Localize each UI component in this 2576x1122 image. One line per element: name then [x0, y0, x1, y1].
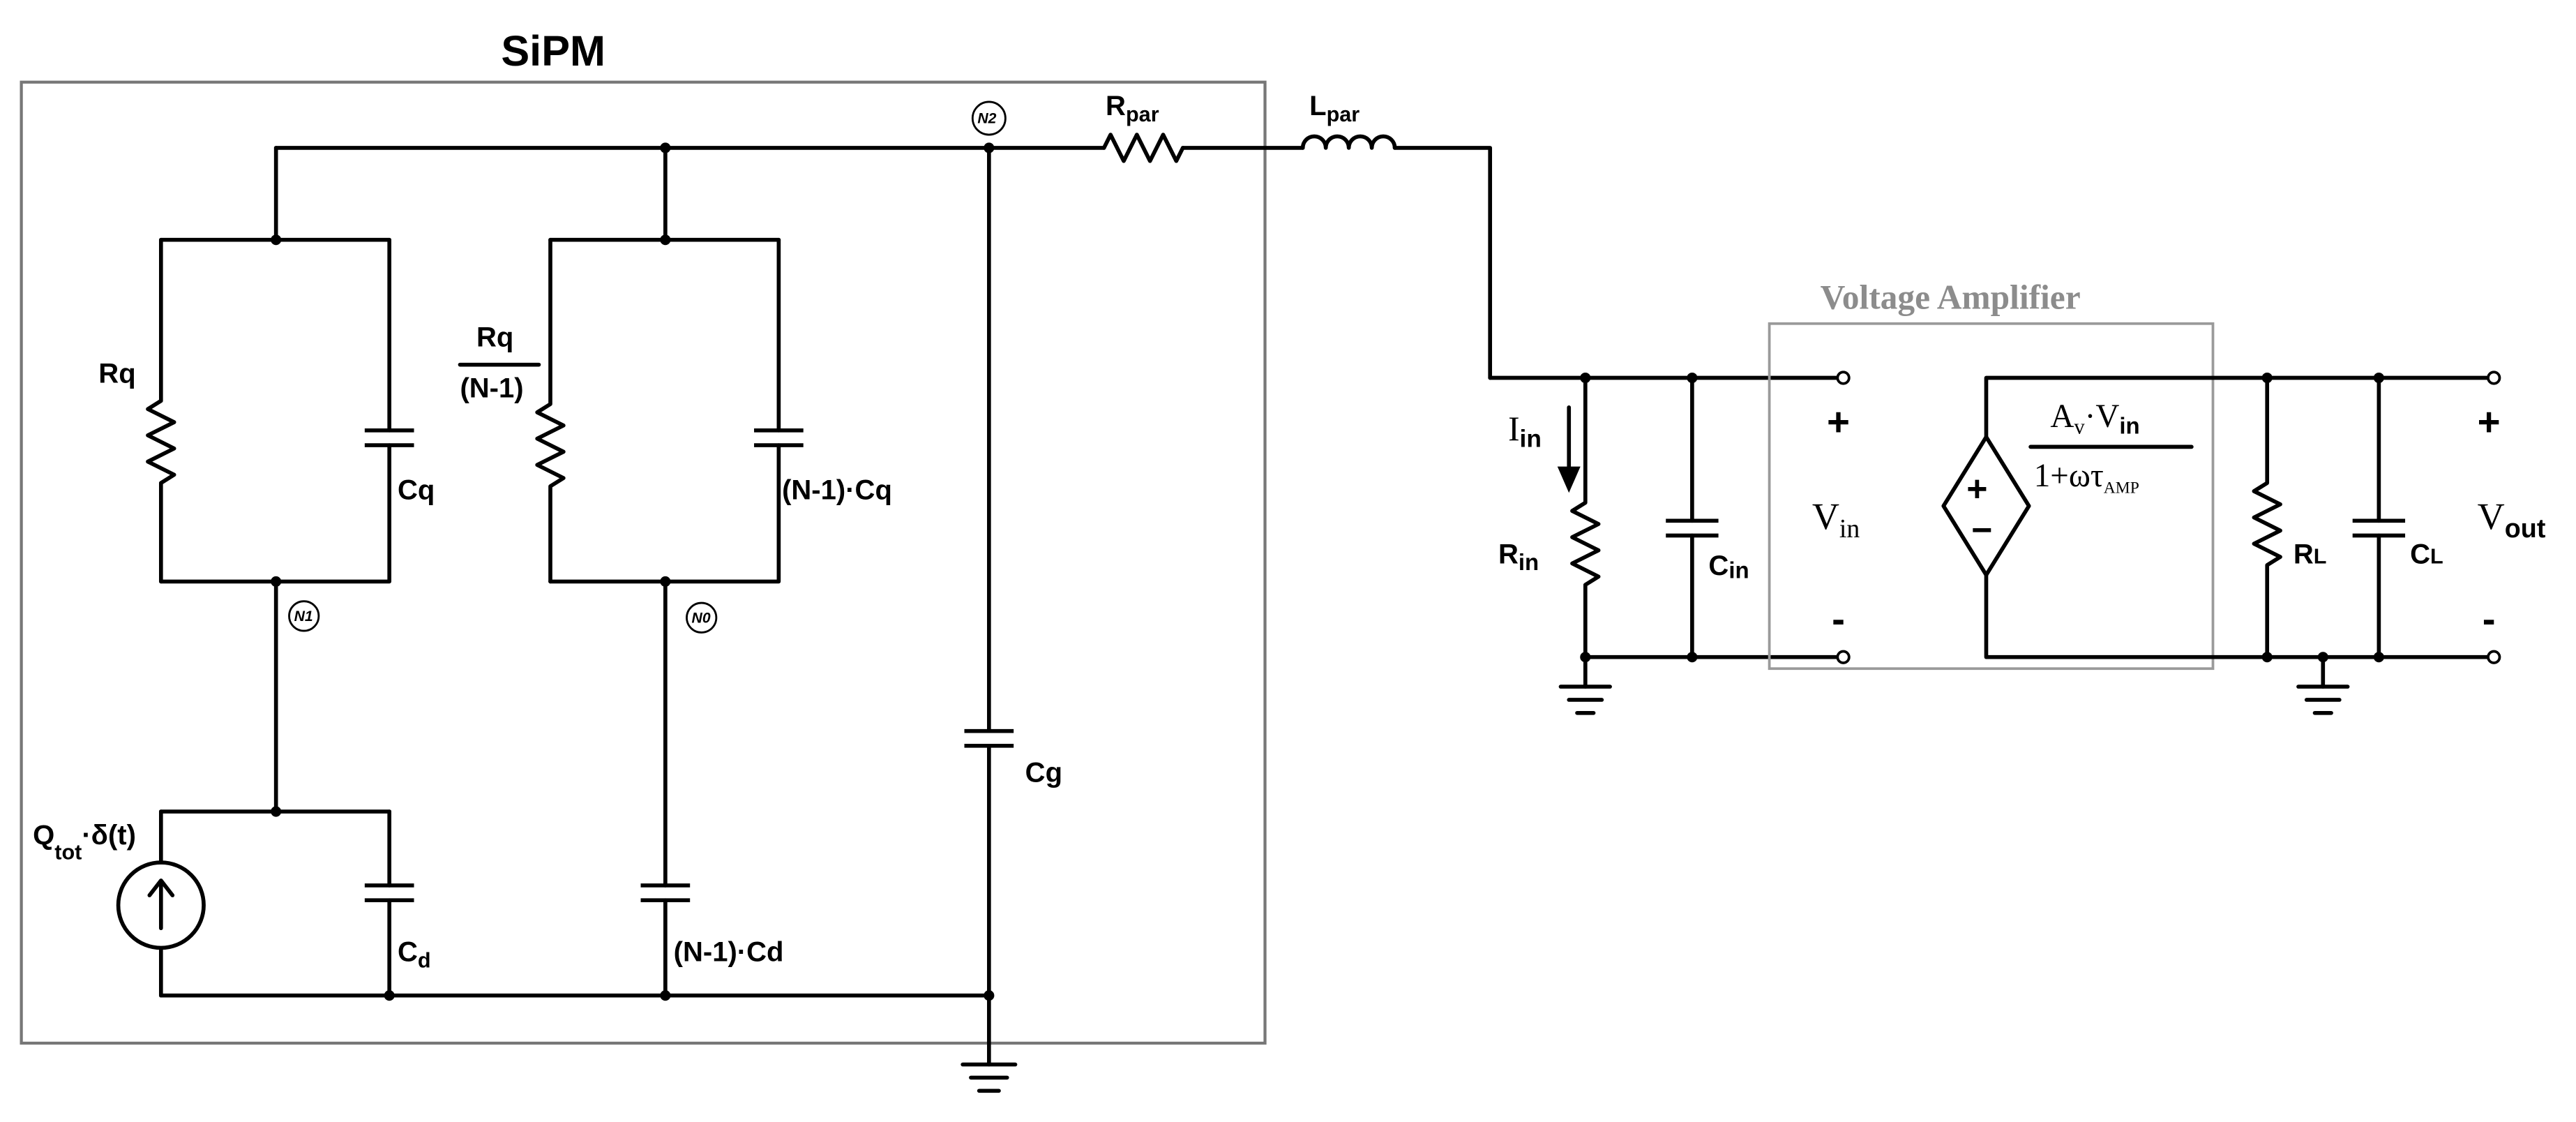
vin-plus-terminal	[1836, 371, 1851, 385]
node-n0-marker	[686, 601, 718, 634]
n1-cd-label: (N-1)·Cd	[674, 936, 784, 967]
vout-label: Vout	[2478, 495, 2546, 543]
node-n1-marker	[288, 600, 320, 632]
node-n2-marker	[971, 100, 1007, 136]
rpar-resistor	[1101, 133, 1185, 163]
amplifier-enclosure	[1768, 322, 2215, 671]
vout-plus-terminal	[2487, 371, 2501, 385]
sipm-ground-icon	[961, 1062, 1018, 1093]
rq-resistor	[146, 237, 176, 584]
rin-label: Rin	[1498, 539, 1539, 575]
rin-resistor	[1570, 375, 1601, 659]
amplifier-title: Voltage Amplifier	[1821, 278, 2081, 317]
lpar-output-wire	[1392, 146, 1493, 380]
input-junction-dots	[1580, 372, 1698, 663]
iin-label: Iin	[1508, 410, 1542, 452]
vin-minus-sign: -	[1832, 597, 1845, 641]
rl-label: RL	[2293, 539, 2327, 570]
rpar-label: Rpar	[1106, 91, 1159, 126]
input-bottom-wire	[1583, 654, 1846, 689]
bottom-rail-wire	[158, 993, 991, 1067]
vin-plus-sign: +	[1827, 400, 1850, 444]
cd-label: Cd	[398, 936, 431, 972]
cin-label: Cin	[1708, 551, 1749, 583]
dependent-source-diamond	[1941, 435, 2031, 577]
rq-frac-num: Rq	[476, 322, 513, 353]
current-source-circle	[116, 860, 206, 950]
cq-label: Cq	[398, 475, 435, 506]
n1-cq-label: (N-1)·Cq	[782, 475, 892, 506]
vout-minus-sign: -	[2483, 597, 2496, 641]
cq-bottom-wire	[158, 443, 392, 584]
node-n1-label: N1	[294, 608, 313, 624]
vout-minus-terminal	[2487, 650, 2501, 664]
rl-resistor	[2252, 375, 2282, 659]
rq-label: Rq	[98, 359, 135, 389]
node-n0-label: N0	[692, 610, 711, 626]
cl-label: CL	[2410, 539, 2443, 570]
iin-arrowhead	[1557, 466, 1581, 493]
n1-cq-bottom-wire	[548, 443, 781, 584]
cg-label: Cg	[1025, 758, 1062, 788]
source-plus-sign: +	[1966, 468, 1987, 509]
output-ground-icon	[2296, 685, 2350, 715]
n1-to-diode-wire	[158, 579, 392, 814]
left-branch-top-wire	[158, 146, 392, 242]
charge-label: Qtot·δ(t)	[33, 820, 136, 864]
lpar-inductor	[1300, 134, 1397, 150]
rq-n1-resistor	[535, 237, 566, 584]
gain-numerator: Av·Vin	[2050, 398, 2139, 438]
sipm-title: SiPM	[501, 27, 605, 75]
node-n2-label: N2	[977, 111, 996, 127]
input-ground-icon	[1558, 685, 1612, 715]
junction-dots	[271, 142, 995, 1001]
sipm-enclosure	[20, 80, 1267, 1045]
output-junction-dots	[2261, 372, 2384, 663]
lpar-label: Lpar	[1309, 91, 1359, 126]
rq-frac-den: (N-1)	[460, 373, 523, 404]
vin-minus-terminal	[1836, 650, 1851, 664]
current-source-arrow	[147, 878, 175, 931]
source-minus-sign: −	[1971, 509, 1992, 550]
vin-label: Vin	[1812, 495, 1860, 544]
gain-denominator: 1+ωτAMP	[2034, 458, 2139, 497]
mid-branch-top-wire	[548, 146, 781, 242]
vout-plus-sign: +	[2478, 400, 2501, 444]
